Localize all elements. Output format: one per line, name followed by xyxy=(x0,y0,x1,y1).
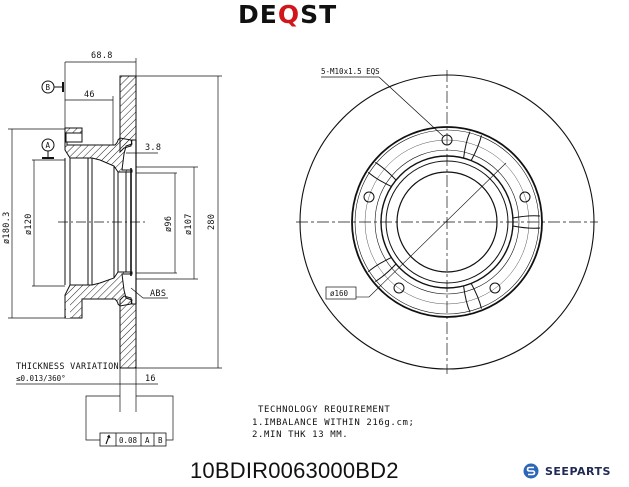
runout-tolerance: 0.08 xyxy=(119,436,138,445)
part-number: 10BDIR0063000BD2 xyxy=(190,458,399,483)
front-view-labels: 5-M10x1.5 EQS ø160 xyxy=(321,67,380,298)
dim-abs-ring-diameter: ø107 xyxy=(184,213,194,235)
abs-callout: ABS xyxy=(150,289,166,299)
section-view xyxy=(8,58,222,447)
friction-ring-bottom xyxy=(119,295,137,369)
section-view-labels: 68.8 46 3.8 B A ø180.3 ø120 ø96 ø107 280… xyxy=(2,51,217,445)
hat-section-bottom xyxy=(64,271,133,319)
dim-bore-diameter: ø96 xyxy=(164,216,174,232)
seeparts-s-icon xyxy=(523,463,539,479)
dim-flange-diameter: ø180.3 xyxy=(2,211,12,244)
front-view xyxy=(296,70,598,374)
dim-overall-height: 68.8 xyxy=(91,51,113,61)
technology-requirement: TECHNOLOGY REQUIREMENT 1.IMBALANCE WITHI… xyxy=(252,404,415,442)
pcd-label: ø160 xyxy=(330,289,349,298)
bolt-hole-4 xyxy=(393,282,405,294)
top-bolt-hole xyxy=(65,132,83,143)
technology-requirement-item-2: 2.MIN THK 13 MM. xyxy=(252,430,349,440)
thickness-variation-label: THICKNESS VARIATION xyxy=(16,362,119,372)
datum-a-label: A xyxy=(46,141,51,150)
dim-hat-depth: 46 xyxy=(84,90,95,100)
brand-logo: DEQST xyxy=(238,0,337,29)
technology-requirement-title: TECHNOLOGY REQUIREMENT xyxy=(258,405,391,415)
bolt-hole-5 xyxy=(363,191,375,203)
bolt-callout: 5-M10x1.5 EQS xyxy=(321,67,380,76)
brand-text-prefix: DE xyxy=(238,0,278,29)
brand-text-suffix: ST xyxy=(300,0,338,29)
bolt-hole-3 xyxy=(489,282,501,294)
runout-datum-1: A xyxy=(145,436,150,445)
bolt-hole-2 xyxy=(519,191,531,203)
dim-abs-offset: 3.8 xyxy=(145,143,161,153)
seeparts-watermark: SEEPARTS xyxy=(523,463,611,479)
brand-text-highlight: Q xyxy=(277,0,301,29)
bottom-flange-gap xyxy=(66,302,70,318)
dim-outer-diameter: 280 xyxy=(207,214,217,230)
runout-arrow-icon xyxy=(105,434,111,445)
thickness-variation-value: ≤0.013/360° xyxy=(16,374,66,383)
runout-datum-2: B xyxy=(158,436,163,445)
technology-requirement-item-1: 1.IMBALANCE WITHIN 216g.cm; xyxy=(252,417,415,428)
seeparts-text: SEEPARTS xyxy=(545,464,611,478)
datum-b-label: B xyxy=(46,83,51,92)
dim-centering-diameter: ø120 xyxy=(24,213,34,235)
dim-disc-thickness: 16 xyxy=(145,374,156,384)
